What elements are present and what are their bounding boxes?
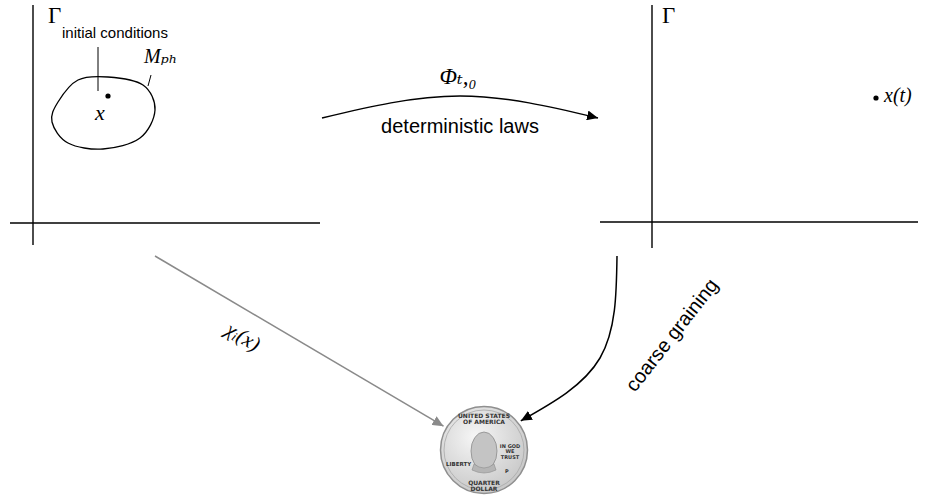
coin-inscription: QUARTER DOLLAR — [454, 480, 514, 493]
coin-portrait — [471, 432, 497, 470]
axis-line — [651, 5, 652, 248]
coin-motto: IN GOD WE TRUST — [499, 444, 521, 460]
edge-label: χᵢ(x) — [219, 316, 266, 358]
state-point — [873, 95, 878, 100]
axis-line — [600, 221, 918, 222]
flow-arrow — [155, 256, 444, 426]
space-symbol: Γ — [48, 3, 61, 29]
axis-line — [10, 222, 320, 223]
state-point — [105, 93, 110, 98]
region-label: Mₚₕ — [144, 45, 177, 68]
annotation: initial conditions — [62, 24, 168, 41]
axis-line — [32, 5, 33, 245]
mint-mark: P — [505, 469, 509, 474]
arrow-caption: deterministic laws — [381, 115, 539, 138]
leader-line — [98, 47, 99, 91]
coin: UNITED STATES OF AMERICA LIBERTY IN GOD WE… — [440, 406, 528, 494]
edge-label: coarse graining — [620, 272, 725, 397]
point-label: x(t) — [884, 84, 912, 107]
edge-label: Φₜ,₀ — [438, 63, 479, 90]
region-outline — [52, 76, 155, 149]
coin-inscription: LIBERTY — [446, 462, 471, 468]
phase-space-panel: Γx(t) — [598, 0, 920, 250]
space-symbol: Γ — [662, 3, 675, 29]
macrostate-region: xMₚₕ — [48, 72, 158, 152]
flow-arrow — [521, 256, 617, 421]
coin-rim — [441, 407, 528, 494]
point-label: x — [95, 100, 105, 125]
coin-inscription: UNITED STATES OF AMERICA — [454, 413, 514, 426]
coin-rim — [444, 410, 524, 490]
coin-portrait — [472, 464, 496, 473]
leader-line — [148, 75, 151, 86]
